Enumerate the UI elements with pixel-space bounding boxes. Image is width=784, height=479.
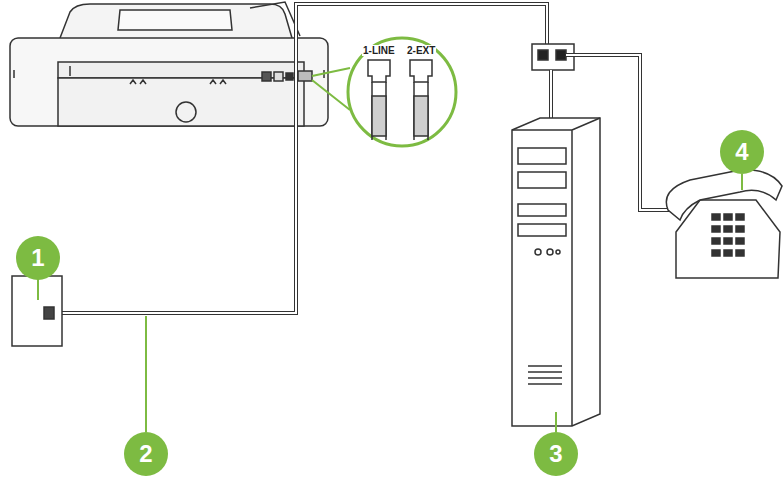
port-label: 2-EXT [406,45,436,56]
computer-cord [549,70,553,124]
printer-knob [176,102,196,122]
telephone-keys [712,214,744,256]
ext-jack [410,60,432,140]
button [547,249,553,255]
phone-cord [52,4,547,313]
phone-cord-core [52,4,547,313]
port-label: 1-LINE [362,45,396,56]
leader-line [555,412,557,432]
fax-ports [298,71,312,81]
printer-lid [250,2,300,36]
leader-line [145,316,147,432]
vent [528,366,562,384]
drive-bay [518,172,566,188]
magnifier-leader [312,68,350,110]
power-port [262,72,271,81]
printer-feeder [60,4,292,38]
drive-bay [518,148,566,164]
wall-jack-plate [12,276,62,346]
callout-number: 4 [720,130,764,174]
wall-jack-socket [44,307,54,319]
floppy-bay [518,224,566,236]
printer-details [14,66,324,84]
computer-cord-core [550,70,552,124]
telephone-base [676,200,780,278]
network-port [286,73,293,80]
computer-tower [512,118,600,426]
splitter-jacks [538,50,566,60]
magnifier-circle [348,38,456,146]
leader-line [741,174,743,190]
usb-port [274,72,283,81]
callout-number: 1 [16,236,60,280]
printer-duplexer [58,78,304,126]
telephone-handset [666,170,782,220]
callout-number: 3 [534,432,578,476]
printer-body [10,38,328,126]
printer-tray [118,10,232,30]
button [535,249,541,255]
callout-number: 2 [124,432,168,476]
line-jack [368,60,390,140]
floppy-bay [518,204,566,216]
led [556,250,560,254]
computer-edges [512,118,600,426]
